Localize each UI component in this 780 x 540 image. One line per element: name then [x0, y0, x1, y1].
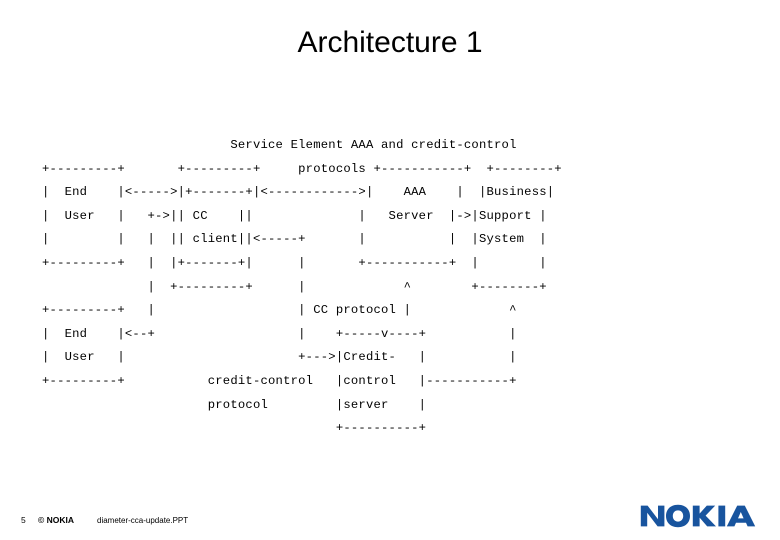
- footer-page-number: 5: [21, 515, 26, 525]
- footer-copyright: © NOKIA: [38, 515, 75, 525]
- footer-filename: diameter-cca-update.PPT: [97, 516, 189, 525]
- architecture-ascii-diagram: Service Element AAA and credit-control +…: [42, 138, 562, 436]
- nokia-logo: [640, 503, 764, 529]
- page-title: Architecture 1: [297, 26, 483, 59]
